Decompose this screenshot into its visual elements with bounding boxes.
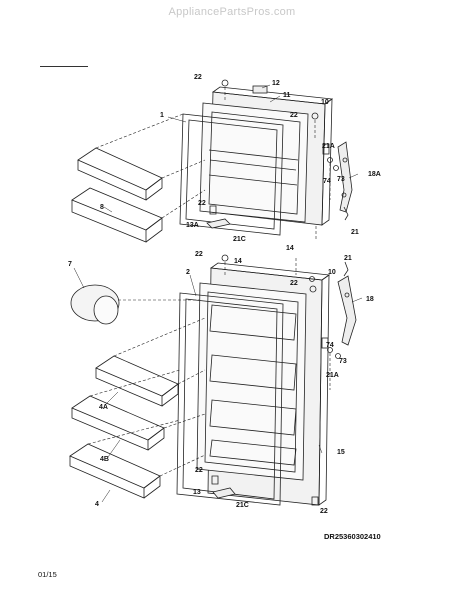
- screw-22-lower-right: [309, 276, 315, 282]
- part-74-top: [327, 157, 333, 163]
- screw-22-mid: [209, 205, 217, 215]
- label-1: 1: [160, 112, 164, 119]
- label-7: 7: [68, 261, 72, 268]
- label-15: 15: [337, 449, 345, 456]
- label-8: 8: [100, 204, 104, 211]
- label-4: 4: [95, 501, 99, 508]
- label-22-f: 22: [195, 467, 203, 474]
- label-12: 12: [272, 80, 280, 87]
- part-labels: 22 12 11 10 22 1 21A 74 73 18A 8 22 13A …: [68, 74, 381, 515]
- label-18: 18: [366, 296, 374, 303]
- dairy-cover-7: [70, 284, 120, 325]
- label-73-b: 73: [339, 358, 347, 365]
- label-21A-b: 21A: [326, 372, 339, 379]
- label-4B: 4B: [100, 456, 109, 463]
- fresh-food-door-gasket: [176, 292, 284, 506]
- label-4A: 4A: [99, 404, 108, 411]
- plug-10-lower: [309, 285, 317, 293]
- freezer-shelf-upper: [77, 147, 163, 201]
- label-11: 11: [283, 92, 291, 99]
- label-22-b: 22: [290, 112, 298, 119]
- label-21C-b: 21C: [236, 502, 249, 509]
- label-74-a: 74: [323, 178, 331, 185]
- label-22-g: 22: [320, 508, 328, 515]
- label-2: 2: [186, 269, 190, 276]
- label-21A-a: 21A: [322, 143, 335, 150]
- diagram-code: DR25360302410: [324, 532, 381, 541]
- freezer-door-gasket: [179, 113, 284, 236]
- part-12-plate: [252, 85, 268, 94]
- pin-21-top: [343, 206, 349, 221]
- bracket-13A: [206, 218, 231, 229]
- screw-22-lower-corner: [311, 496, 319, 506]
- part-74-lower: [327, 347, 333, 353]
- label-73-a: 73: [337, 176, 345, 183]
- door-bin-4B: [71, 395, 165, 451]
- pin-21-lower: [343, 261, 349, 277]
- part-73-lower: [335, 353, 341, 359]
- label-10-b: 10: [328, 269, 336, 276]
- freezer-shelf-8: [71, 187, 163, 243]
- label-10-a: 10: [321, 99, 329, 106]
- stop-21A-lower: [321, 337, 329, 349]
- plug-10-top: [311, 112, 319, 120]
- bracket-13: [212, 487, 236, 499]
- fresh-food-door-liner: [196, 282, 307, 481]
- watermark: AppliancePartsPros.com: [168, 6, 296, 18]
- label-21C-a: 21C: [233, 236, 246, 243]
- fresh-food-hinge-18: [337, 275, 357, 346]
- label-22-e: 22: [290, 280, 298, 287]
- screw-22-lower-top: [221, 254, 229, 262]
- freezer-door-liner: [199, 102, 309, 223]
- label-22-c: 22: [198, 200, 206, 207]
- part-73-top: [333, 165, 339, 171]
- screw-22-bottom: [211, 475, 219, 485]
- label-21-b: 21: [344, 255, 352, 262]
- door-bin-4: [69, 443, 161, 499]
- screw-22-top: [221, 79, 229, 87]
- freezer-hinge-18A: [337, 141, 353, 213]
- label-13A: 13A: [186, 222, 199, 229]
- label-18A: 18A: [368, 171, 381, 178]
- label-74-b: 74: [326, 342, 334, 349]
- page-number: 01/15: [38, 570, 57, 579]
- label-22-d: 22: [195, 251, 203, 258]
- label-22-a: 22: [194, 74, 202, 81]
- stop-21A-top: [322, 143, 330, 155]
- label-21-a: 21: [351, 229, 359, 236]
- label-14-b: 14: [234, 258, 242, 265]
- door-bin-4A: [95, 355, 179, 407]
- label-13: 13: [193, 489, 201, 496]
- header-rule: [40, 66, 88, 67]
- label-14-a: 14: [286, 245, 294, 252]
